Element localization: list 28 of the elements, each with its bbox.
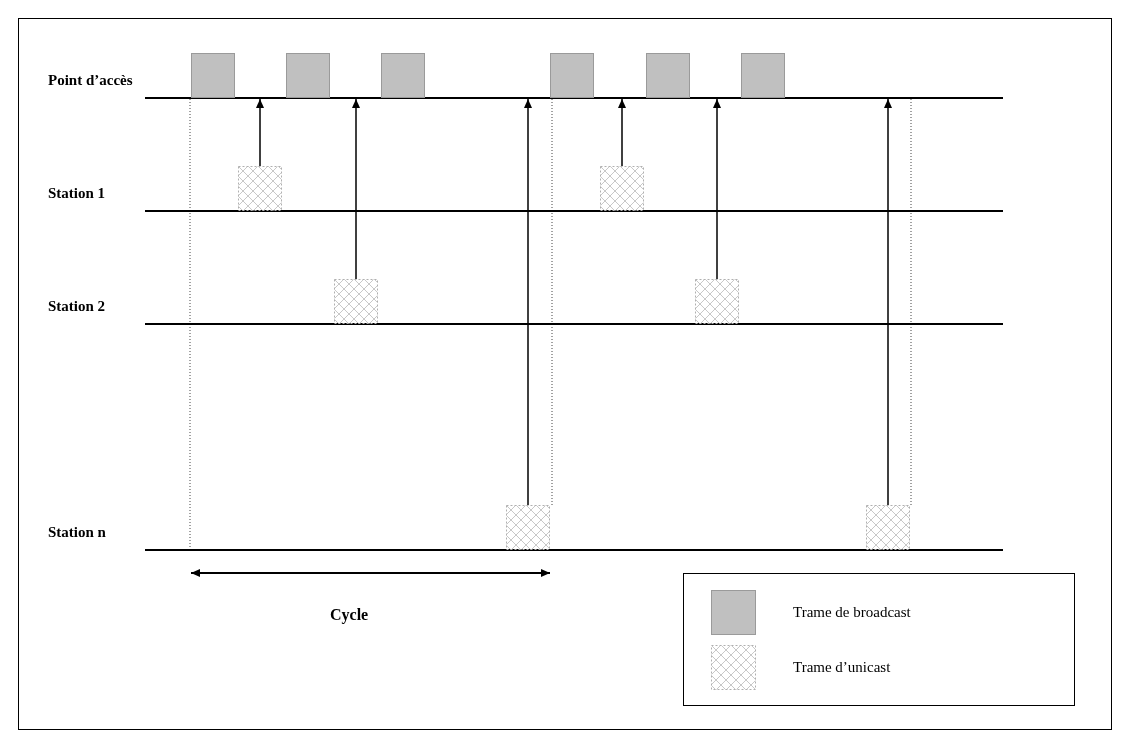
arrow (713, 98, 721, 280)
timeline-line (145, 210, 1003, 212)
timeline-line (145, 549, 1003, 551)
arrow (524, 98, 532, 506)
lane-label: Point d’accès (48, 71, 133, 90)
broadcast-frame (550, 53, 594, 98)
lane-label: Station 2 (48, 297, 106, 316)
broadcast-frame (741, 53, 785, 98)
timeline-line (145, 323, 1003, 325)
arrow (884, 98, 892, 506)
lane-label: Station 1 (48, 184, 106, 203)
lane-label: Station n (48, 523, 106, 542)
broadcast-frame (286, 53, 330, 98)
unicast-frame (600, 166, 644, 211)
broadcast-frame (646, 53, 690, 98)
arrow (618, 98, 626, 167)
unicast-frame (506, 505, 550, 550)
broadcast-frame (191, 53, 235, 98)
unicast-frame (238, 166, 282, 211)
legend-label: Trame d’unicast (793, 657, 891, 677)
unicast-frame (695, 279, 739, 324)
legend-label: Trame de broadcast (793, 602, 911, 622)
unicast-frame (334, 279, 378, 324)
broadcast-frame (381, 53, 425, 98)
dimension-label: Cycle (330, 605, 369, 626)
unicast-frame (866, 505, 910, 550)
arrow (352, 98, 360, 280)
arrow (256, 98, 264, 167)
